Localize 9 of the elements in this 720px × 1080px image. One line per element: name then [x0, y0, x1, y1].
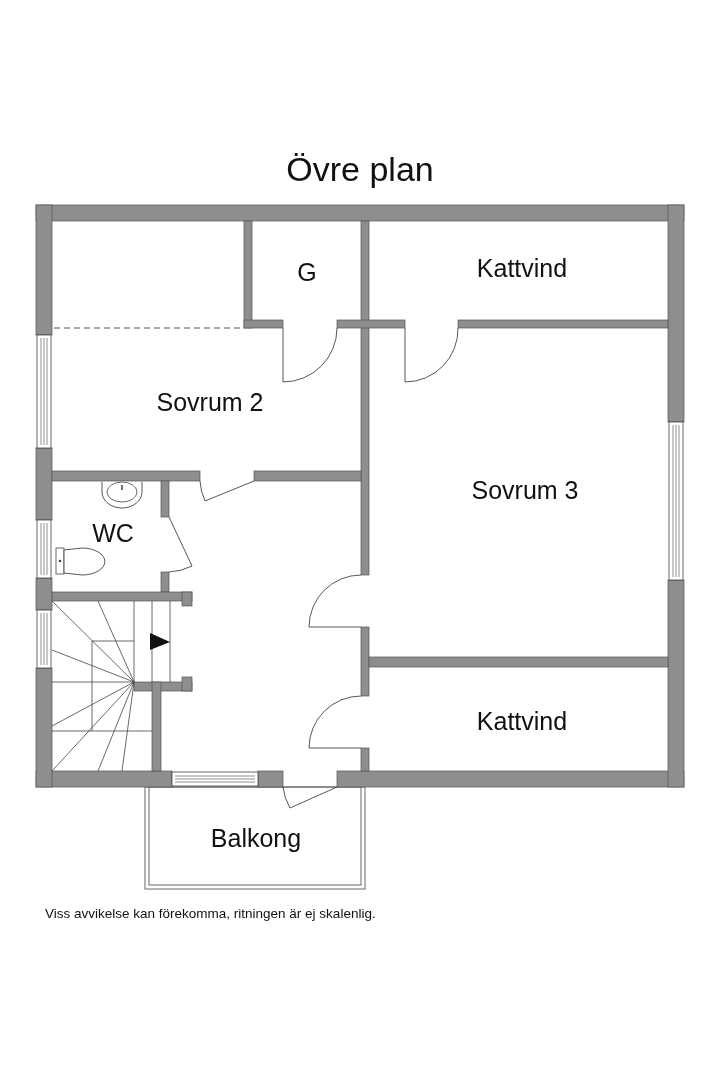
room-label: Sovrum 3	[471, 475, 579, 505]
plan-title: Övre plan	[285, 150, 435, 189]
room-label: Kattvind	[476, 253, 568, 283]
room-label: G	[297, 257, 317, 287]
room-label: Balkong	[210, 823, 302, 853]
room-label: WC	[92, 518, 134, 548]
disclaimer-note: Viss avvikelse kan förekomma, ritningen är ej skalenlig.	[45, 906, 376, 921]
room-label: Kattvind	[476, 706, 568, 736]
room-label: Sovrum 2	[156, 387, 264, 417]
